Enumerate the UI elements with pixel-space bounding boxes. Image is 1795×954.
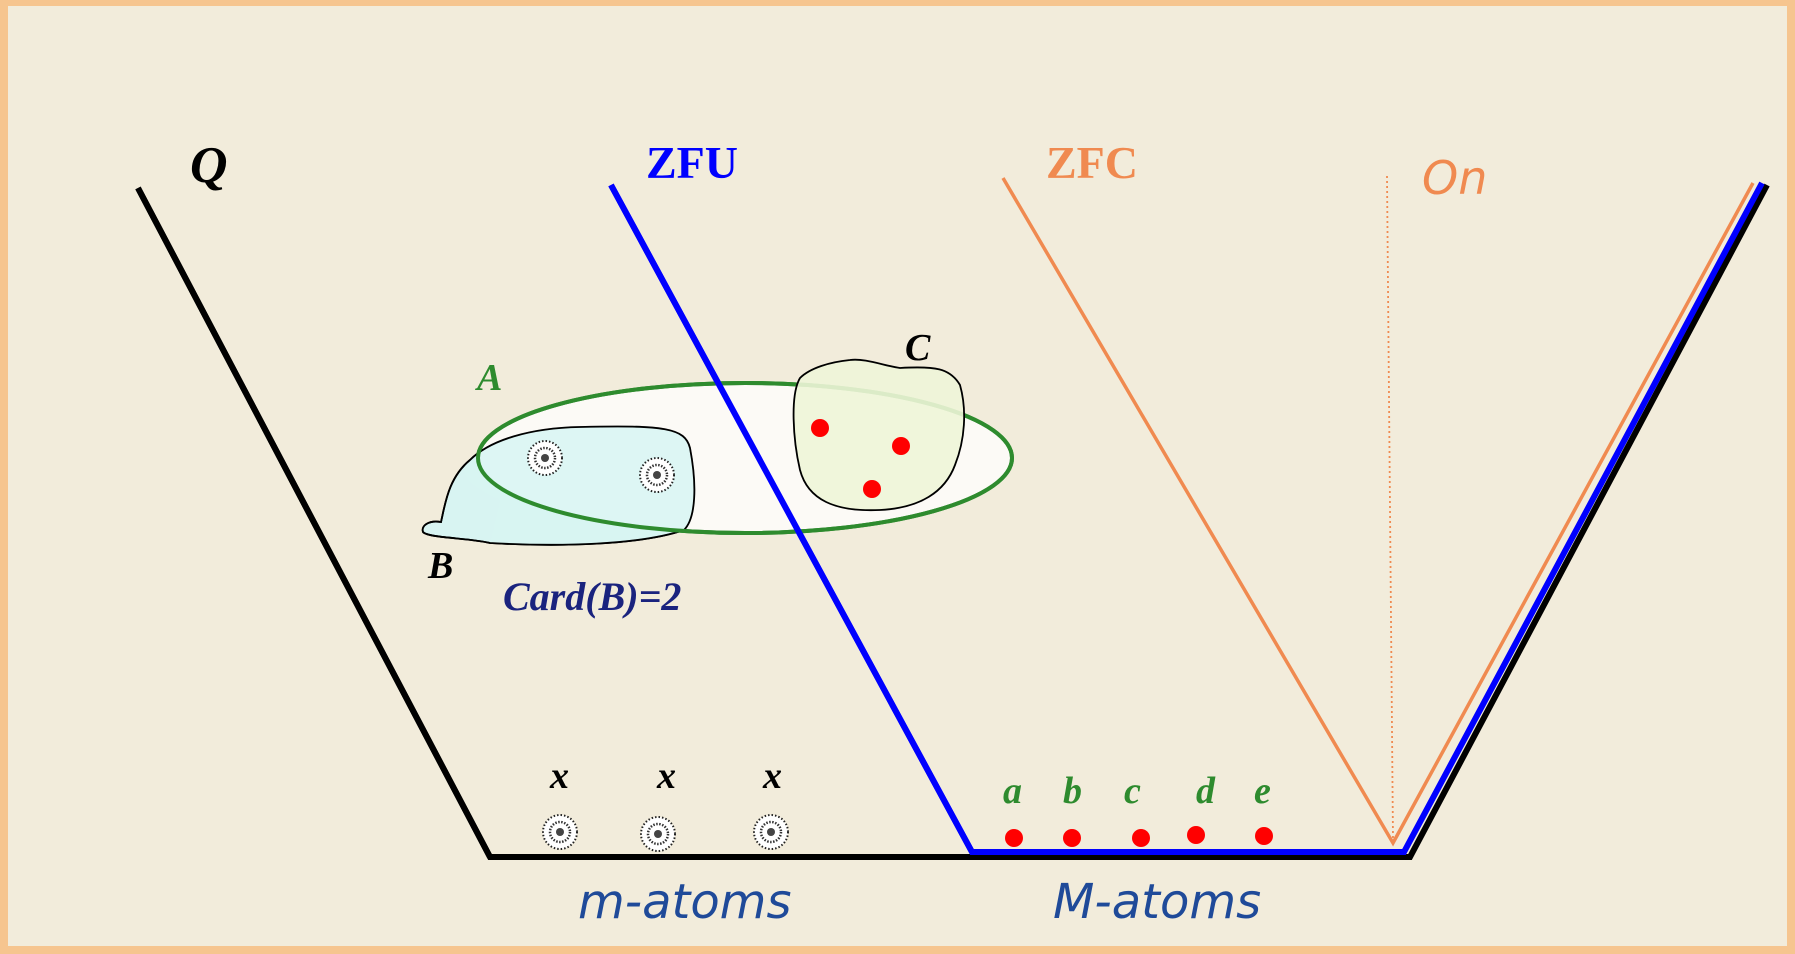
zfu-boundary-over-sets: [608, 183, 975, 854]
on-ordinal-line: [1386, 175, 1394, 841]
zfc-universe-outline: [1001, 177, 1755, 847]
set-b-outline: [421, 425, 696, 546]
big-m-atom-label: d: [1196, 770, 1216, 812]
big-m-atom-dot: [1255, 827, 1273, 845]
big-m-atom-dot: [1132, 829, 1150, 847]
c-element-dot: [892, 437, 910, 455]
m-atom-label: x: [549, 755, 569, 797]
zfu-label: ZFU: [646, 137, 738, 188]
m-atom-fuzzball: [753, 814, 789, 850]
c-element-dot: [863, 480, 881, 498]
on-label: On: [1422, 151, 1487, 205]
set-a-outline: [476, 381, 1014, 535]
zfc-label: ZFC: [1046, 137, 1138, 188]
b-element-fuzzball: [639, 457, 675, 493]
m-atom-label: x: [656, 755, 676, 797]
big-m-atoms-caption: M-atoms: [1053, 874, 1261, 930]
big-m-atom-label: e: [1254, 770, 1271, 812]
set-c-region: [792, 358, 966, 512]
m-atom-label: x: [762, 755, 782, 797]
b-element-fuzzball: [527, 440, 563, 476]
set-b-overlap: [463, 426, 695, 545]
m-atom-fuzzball: [640, 816, 676, 852]
q-boundary-over-sets: [135, 186, 493, 859]
m-atom-fuzzball: [542, 814, 578, 850]
c-element-dot: [811, 419, 829, 437]
big-m-atom-dot: [1063, 829, 1081, 847]
set-a-label: A: [475, 357, 502, 399]
big-m-atom-label: c: [1124, 770, 1141, 812]
big-m-atom-label: a: [1003, 770, 1022, 812]
big-m-atom-label: b: [1063, 770, 1082, 812]
big-m-atom-dot: [1187, 826, 1205, 844]
big-m-atom-dot: [1005, 829, 1023, 847]
q-label: Q: [190, 137, 228, 194]
m-atoms-caption: m-atoms: [578, 874, 791, 930]
set-c-label: C: [905, 327, 931, 369]
set-b-label: B: [427, 545, 453, 587]
card-caption: Card(B)=2: [503, 574, 681, 619]
